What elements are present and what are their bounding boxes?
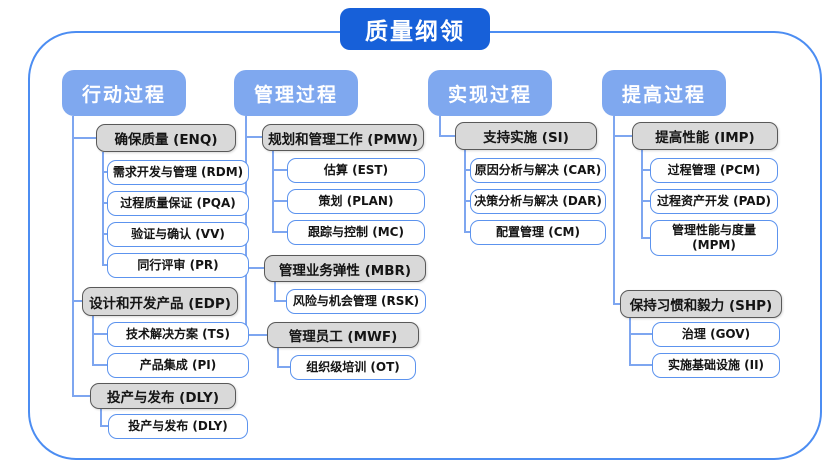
connector-line	[641, 200, 651, 202]
node-pr: 同行评审 (PR)	[107, 253, 249, 278]
connector-line	[272, 231, 288, 233]
node-ot: 组织级培训 (OT)	[290, 355, 416, 380]
node-cm: 配置管理 (CM)	[470, 220, 606, 245]
connector-line	[464, 231, 471, 233]
node-enq: 确保质量 (ENQ)	[96, 124, 236, 152]
connector-line	[245, 136, 263, 138]
connector-line	[641, 237, 651, 239]
node-dar: 决策分析与解决 (DAR)	[470, 189, 606, 214]
connector-line	[245, 334, 268, 336]
connector-line	[629, 364, 653, 366]
connector-line	[277, 348, 279, 367]
node-edp: 设计和开发产品 (EDP)	[82, 287, 238, 316]
node-pqa: 过程质量保证 (PQA)	[107, 191, 249, 216]
connector-line	[100, 425, 110, 427]
node-mc: 跟踪与控制 (MC)	[287, 220, 425, 245]
node-car: 原因分析与解决 (CAR)	[470, 158, 606, 183]
connector-line	[72, 116, 74, 397]
connector-line	[613, 303, 621, 305]
node-dly-sub: 投产与发布 (DLY)	[108, 414, 248, 439]
node-ts: 技术解决方案 (TS)	[107, 322, 249, 347]
node-pad: 过程资产开发 (PAD)	[650, 189, 778, 214]
connector-line	[92, 333, 108, 335]
node-mpm: 管理性能与度量 (MPM)	[650, 220, 778, 256]
diagram-title: 质量纲领	[340, 8, 490, 50]
connector-line	[274, 300, 287, 302]
node-rdm: 需求开发与管理 (RDM)	[107, 160, 249, 185]
node-imp: 提高性能 (IMP)	[632, 122, 778, 150]
connector-line	[613, 116, 615, 305]
node-pcm: 过程管理 (PCM)	[650, 158, 778, 183]
connector-line	[72, 300, 84, 302]
connector-line	[629, 318, 631, 366]
connector-line	[100, 409, 102, 427]
connector-line	[102, 264, 109, 266]
connector-line	[272, 200, 288, 202]
connector-line	[464, 200, 471, 202]
node-pmw: 规划和管理工作 (PMW)	[262, 124, 424, 151]
connector-line	[613, 135, 633, 137]
node-plan: 策划 (PLAN)	[287, 189, 425, 214]
node-vv: 验证与确认 (VV)	[107, 222, 249, 247]
connector-line	[92, 364, 108, 366]
connector-line	[464, 169, 471, 171]
connector-line	[72, 395, 92, 397]
connector-line	[439, 135, 456, 137]
node-shp: 保持习惯和毅力 (SHP)	[620, 290, 782, 318]
connector-line	[272, 151, 274, 233]
connector-line	[272, 169, 288, 171]
connector-line	[641, 150, 643, 238]
connector-line	[92, 316, 94, 366]
connector-line	[629, 333, 653, 335]
connector-line	[72, 137, 96, 139]
node-est: 估算 (EST)	[287, 158, 425, 183]
connector-line	[277, 366, 291, 368]
node-rsk: 风险与机会管理 (RSK)	[286, 289, 426, 314]
node-si: 支持实施 (SI)	[455, 122, 597, 150]
connector-line	[102, 171, 109, 173]
connector-line	[102, 152, 104, 266]
column-header-improvement-process: 提高过程	[602, 70, 726, 116]
connector-line	[439, 116, 441, 137]
column-header-management-process: 管理过程	[234, 70, 358, 116]
column-header-action-process: 行动过程	[62, 70, 186, 116]
node-dly: 投产与发布 (DLY)	[90, 383, 236, 409]
column-header-implementation-process: 实现过程	[428, 70, 552, 116]
node-mbr: 管理业务弹性 (MBR)	[264, 255, 426, 282]
connector-line	[245, 267, 265, 269]
connector-line	[102, 233, 109, 235]
connector-line	[641, 169, 651, 171]
connector-line	[274, 282, 276, 302]
connector-line	[102, 202, 109, 204]
node-pi: 产品集成 (PI)	[107, 353, 249, 378]
node-gov: 治理 (GOV)	[652, 322, 780, 347]
node-mwf: 管理员工 (MWF)	[267, 322, 419, 348]
connector-line	[464, 150, 466, 233]
node-ii: 实施基础设施 (II)	[652, 353, 780, 378]
